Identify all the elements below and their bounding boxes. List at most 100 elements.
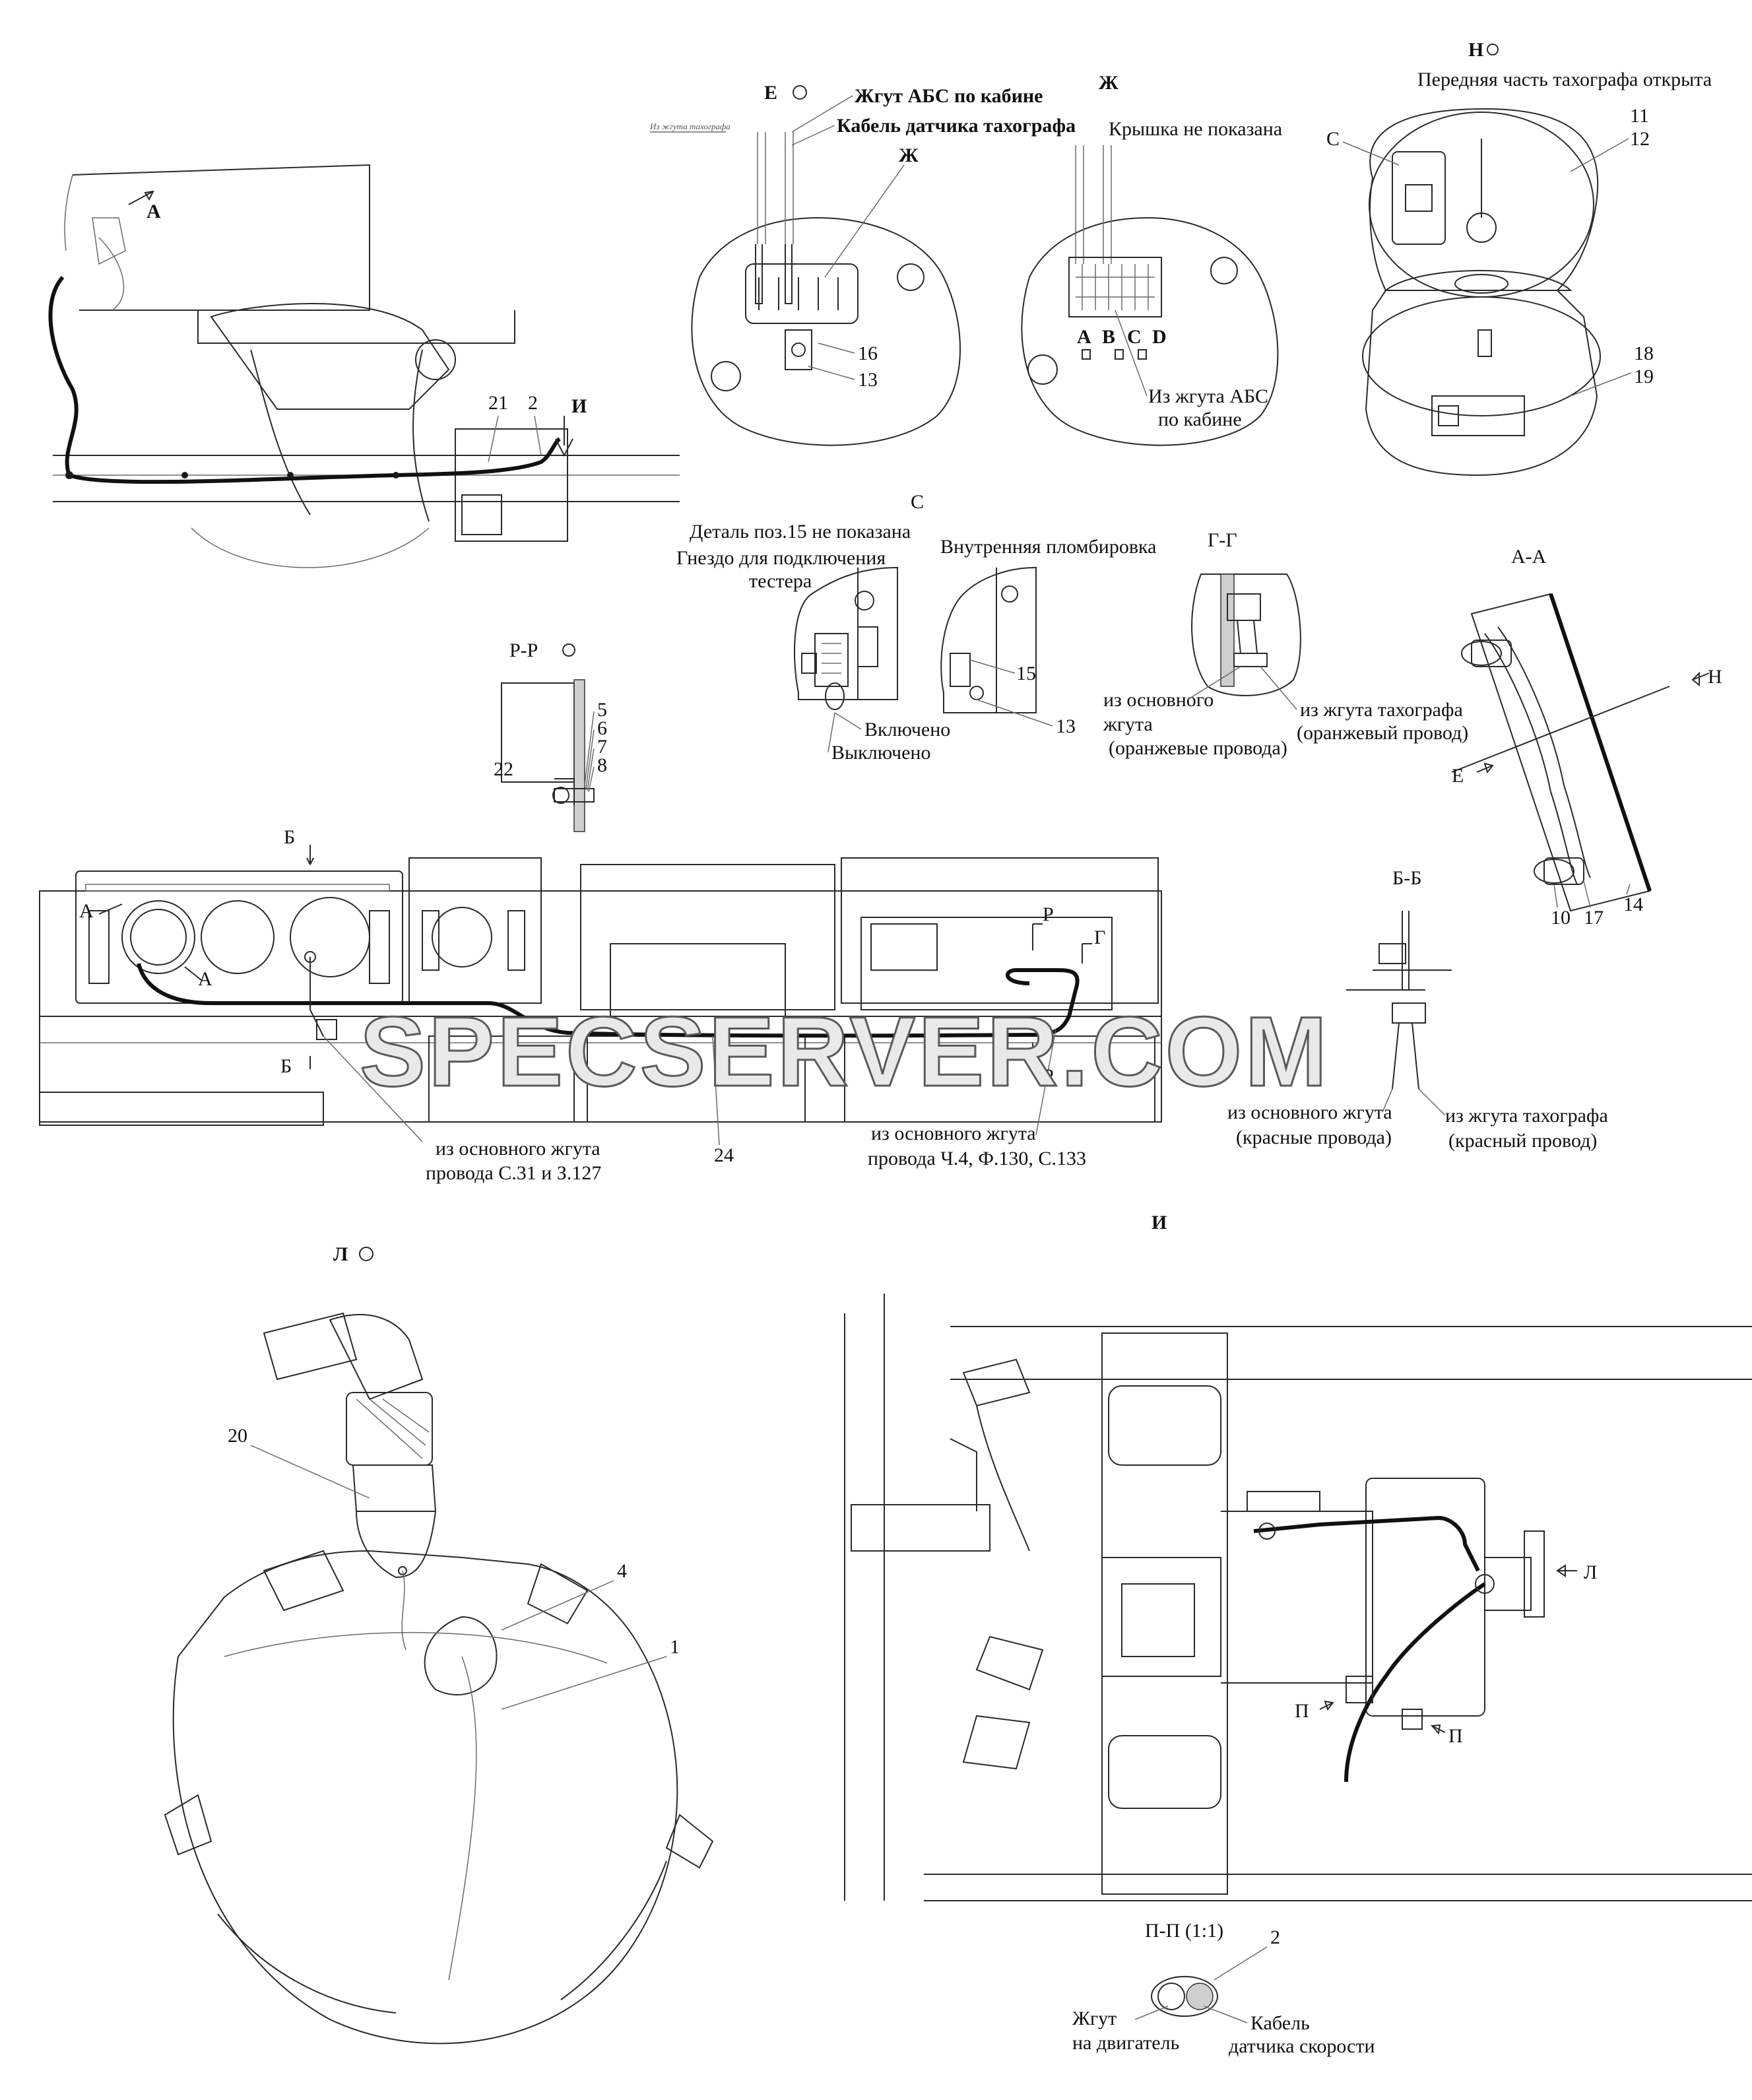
dash-ref-r-bottom: Р (1043, 1065, 1054, 1087)
section-gg-title: Г-Г (1208, 529, 1237, 551)
section-pp-title: П-П (1:1) (1145, 1920, 1223, 1942)
view-l-callout-20: 20 (228, 1425, 247, 1447)
section-p-p: П-П (1:1) 2 Жгут на двигатель Кабель дат… (1072, 1920, 1375, 2057)
callout-2: 2 (528, 392, 538, 414)
view-c-callout-13: 13 (1056, 715, 1076, 737)
dash-ref-g-bottom: Г (1094, 1042, 1105, 1064)
view-e-callout-16: 16 (858, 343, 878, 364)
dash-ref-a-1: А (79, 900, 94, 922)
view-l-title: Л (333, 1243, 348, 1265)
section-rr-callout-7: 7 (597, 736, 607, 758)
section-bb-tacho-1: из жгута тахографа (1445, 1105, 1608, 1127)
section-gg-main-1: из основного (1103, 689, 1214, 711)
section-gg-tacho-2: (оранжевый провод) (1297, 722, 1468, 744)
view-zh-callout-1: Из жгута АБС (1148, 385, 1268, 407)
view-i-ref-l: Л (1584, 1561, 1597, 1583)
section-r-r: Р-Р 22 5 6 7 8 (494, 640, 607, 832)
view-n-title: Н (1468, 39, 1483, 61)
section-pp-right-1: Кабель (1250, 2012, 1310, 2034)
section-gg-main-3: (оранжевые провода) (1109, 737, 1287, 759)
dash-ref-b-bottom: Б (280, 1055, 292, 1077)
view-zh-title: Ж (1099, 72, 1119, 94)
dash-ref-g-top: Г (1094, 927, 1105, 948)
dash-callout-24: 24 (714, 1144, 734, 1166)
dash-ref-r-top: Р (1043, 903, 1054, 925)
view-e-callout-13: 13 (858, 369, 878, 391)
view-c-title: С (911, 491, 924, 513)
section-aa-callout-17: 17 (1584, 907, 1604, 929)
section-aa-ref-n: Н (1708, 666, 1722, 688)
section-rr-callout-6: 6 (597, 717, 607, 739)
view-n-ref-c: С (1326, 128, 1340, 150)
view-n-callout-11: 11 (1630, 105, 1649, 127)
view-n: Н Передняя часть тахографа открыта С 11 … (1326, 39, 1712, 476)
section-bb-tacho-2: (красный провод) (1448, 1130, 1597, 1152)
dashboard-view: Б Б А А Р Р Г Г 24 из основного жгута пр… (39, 826, 1162, 1184)
view-l: Л 20 4 1 (164, 1243, 714, 2045)
ref-a-label: А (146, 201, 161, 222)
view-l-callout-4: 4 (617, 1560, 627, 1582)
view-c-on: Включено (864, 719, 950, 740)
view-zh-callout-2: по кабине (1158, 409, 1242, 430)
section-a-a: А-А Н Е 10 17 14 (1451, 546, 1722, 929)
view-c-seal: Внутренняя пломбировка (940, 536, 1156, 558)
view-e-small-note: Из жгута тахографа (649, 121, 730, 131)
view-e-callout-sensor: Кабель датчика тахографа (837, 115, 1076, 137)
section-rr-callout-8: 8 (597, 754, 607, 776)
section-gg-main-2: жгута (1103, 713, 1153, 735)
view-zh: Ж Крышка не показана A B C D Из жгута АБ… (1021, 72, 1282, 446)
view-c-callout-15: 15 (1016, 663, 1036, 684)
section-bb-title: Б-Б (1392, 867, 1421, 889)
ref-i-label: И (571, 395, 587, 417)
dash-callout-right-2: провода Ч.4, Ф.130, С.133 (868, 1148, 1086, 1169)
view-n-callout-19: 19 (1634, 366, 1654, 387)
section-rr-callout-5: 5 (597, 699, 607, 721)
view-n-callout-12: 12 (1630, 128, 1650, 150)
section-pp-right-2: датчика скорости (1229, 2035, 1375, 2057)
dash-ref-b-top: Б (284, 826, 295, 848)
view-c: С Деталь поз.15 не показана Гнездо для п… (676, 491, 1156, 764)
dash-callout-left-1: из основного жгута (436, 1138, 600, 1160)
section-gg-tacho-1: из жгута тахографа (1300, 699, 1463, 721)
dash-callout-right-1: из основного жгута (871, 1123, 1036, 1144)
view-e-title: Е (764, 82, 777, 104)
view-e-ref-zh: Ж (899, 145, 919, 166)
pin-d: D (1152, 326, 1167, 348)
view-i-ref-p-2: П (1448, 1725, 1463, 1747)
section-aa-ref-e: Е (1452, 765, 1464, 787)
view-c-off: Выключено (831, 742, 930, 764)
view-c-socket-1: Гнездо для подключения (676, 547, 886, 569)
callout-21: 21 (488, 392, 508, 414)
view-i: И Л П П (844, 1212, 1752, 1901)
section-bb-main-2: (красные провода) (1236, 1127, 1392, 1148)
dash-ref-a-2: А (198, 968, 212, 990)
view-e-callout-abs: Жгут АБС по кабине (855, 85, 1043, 107)
section-rr-title: Р-Р (509, 640, 538, 661)
section-g-g: Г-Г из основного жгута (оранжевые провод… (1103, 529, 1468, 759)
pin-c: C (1127, 326, 1142, 348)
view-l-callout-1: 1 (670, 1636, 680, 1658)
section-pp-left-1: Жгут (1072, 2008, 1117, 2029)
section-rr-callout-22: 22 (494, 758, 513, 780)
view-n-note: Передняя часть тахографа открыта (1417, 69, 1712, 90)
section-aa-callout-10: 10 (1551, 907, 1571, 929)
view-i-title: И (1152, 1212, 1167, 1233)
cab-side-view: А И 21 2 (48, 164, 680, 568)
view-i-ref-p-1: П (1295, 1700, 1309, 1722)
dash-callout-left-2: провода С.31 и З.127 (426, 1162, 601, 1184)
section-aa-callout-14: 14 (1623, 894, 1643, 915)
watermark: SPECSERVER.COM (360, 996, 1330, 1107)
pin-b: B (1102, 326, 1115, 348)
view-n-callout-18: 18 (1634, 343, 1654, 364)
view-e: Е Из жгута тахографа Жгут АБС по кабине … (649, 82, 1076, 446)
view-zh-note: Крышка не показана (1109, 118, 1282, 140)
section-bb-main-1: из основного жгута (1227, 1101, 1392, 1123)
section-b-b: Б-Б из основного жгута (красные провода)… (1227, 867, 1608, 1152)
view-c-note: Деталь поз.15 не показана (690, 521, 911, 542)
view-c-socket-2: тестера (749, 570, 812, 592)
section-pp-callout-2: 2 (1270, 1926, 1280, 1948)
section-aa-title: А-А (1511, 546, 1547, 568)
pin-a: A (1077, 326, 1091, 348)
section-pp-left-2: на двигатель (1072, 2032, 1179, 2054)
